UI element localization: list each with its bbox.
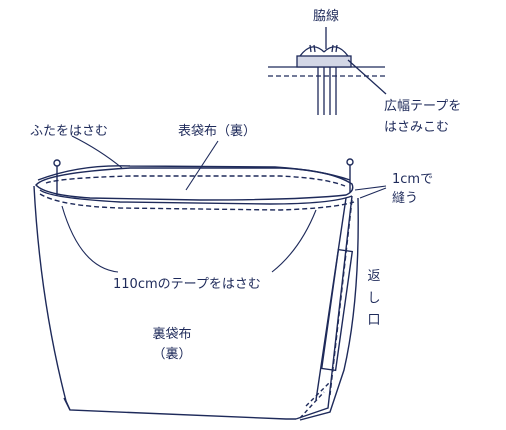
lining-bottom-fold (63, 397, 71, 411)
label-side-seam: 脇線 (313, 8, 339, 24)
label-lining-2: （裏） (152, 347, 191, 362)
fabric-fold-right (323, 46, 349, 57)
fold-mark-1 (309, 44, 312, 53)
outer-fabric-leader (185, 140, 219, 191)
bag-illustration (33, 158, 359, 421)
wide-tape (296, 55, 352, 68)
label-tape-insert-1: 広幅テープを (384, 99, 461, 114)
sew-1cm-leader-a (354, 185, 387, 191)
label-return-2: し (367, 291, 380, 306)
bottom-corner-stitch (299, 381, 331, 419)
fabric-fold-left (299, 46, 325, 57)
right-side-outer (295, 195, 353, 420)
pin-head-right (346, 158, 354, 166)
tape-110-leader-right (271, 209, 317, 273)
label-lid-insert: ふたをはさむ (30, 124, 108, 139)
label-tape-110: 110cmのテープをはさむ (113, 277, 261, 292)
tape-110-leader-left (61, 205, 119, 273)
opening-stitch-1cm (39, 193, 355, 211)
side-seam-detail (268, 27, 387, 115)
label-tape-insert-2: はさみこむ (384, 120, 449, 135)
fold-mark-3 (331, 44, 334, 53)
fold-mark-4 (335, 44, 338, 53)
lining-body-outline (33, 185, 296, 420)
lid-edge (37, 165, 351, 181)
lid-leader (71, 135, 123, 169)
label-sew-1cm-1: 1cmで (392, 172, 433, 187)
outer-fabric-stitch (45, 175, 346, 187)
return-opening (320, 248, 354, 372)
tape-leader (347, 59, 387, 95)
pin-head-left (53, 159, 61, 167)
right-side-stitch (329, 199, 353, 396)
sew-1cm-leader-b (359, 187, 387, 199)
leader-lines (61, 135, 387, 273)
label-return-1: 返 (367, 269, 380, 284)
bag-opening-top (35, 167, 354, 201)
label-outer-fabric: 表袋布（裏） (178, 124, 256, 139)
fold-mark-2 (313, 44, 316, 53)
label-return-3: 口 (367, 313, 380, 328)
opening-inner-edge (39, 189, 353, 205)
label-sew-1cm-2: 縫う (392, 191, 418, 206)
right-side-edge (299, 197, 359, 421)
label-lining-1: 裏袋布 (152, 327, 191, 342)
